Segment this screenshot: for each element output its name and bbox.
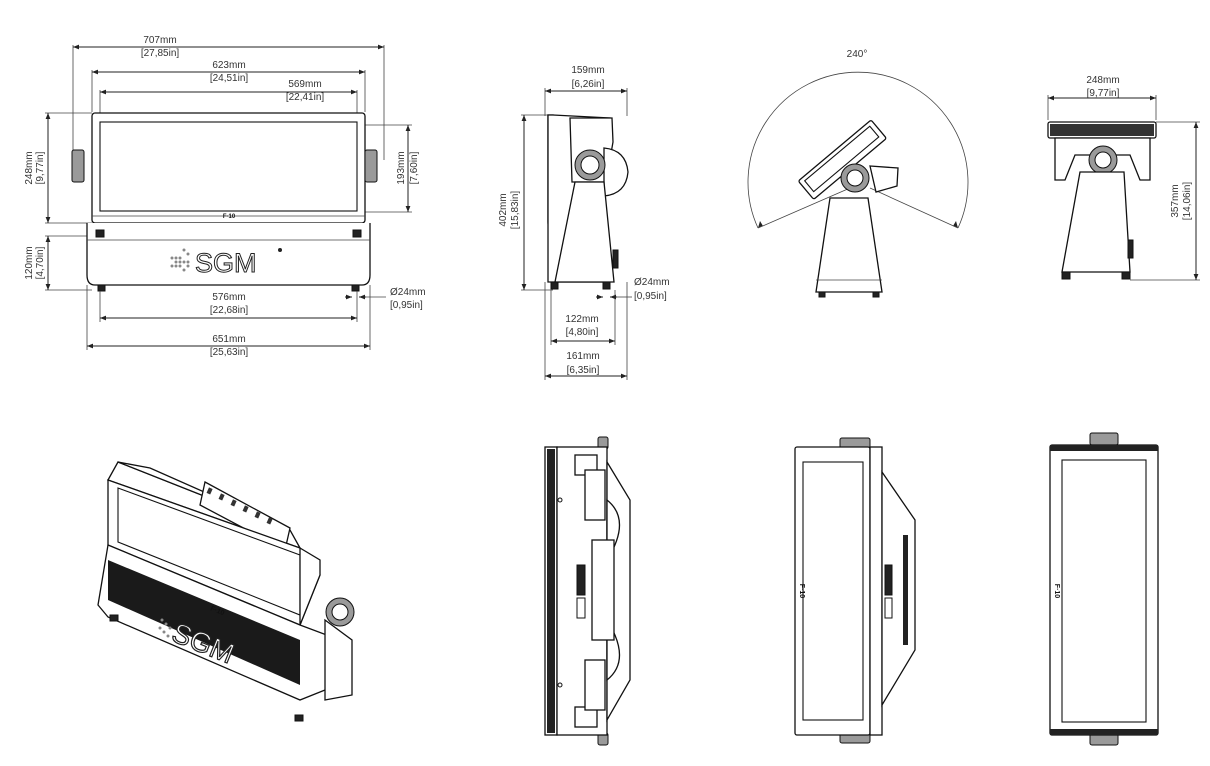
side-base-depth-in: [6,35in] <box>567 365 600 376</box>
front-base-width-in: [25,63in] <box>210 347 249 358</box>
bottom-view-side <box>544 436 631 746</box>
side-head-depth-mm: 159mm <box>571 65 604 76</box>
rear-view: 248mm [9,77in] 357mm [14,06in] <box>1047 75 1200 281</box>
isometric-view: F·10 SGM <box>97 461 355 722</box>
front-brand: SGM <box>195 248 257 278</box>
front-model-label: F·10 <box>223 214 236 220</box>
front-feet-spacing-in: [22,68in] <box>210 305 249 316</box>
rear-width-in: [9,77in] <box>1087 88 1120 99</box>
front-overall-width-in: [27,85in] <box>141 48 180 59</box>
front-overall-width-mm: 707mm <box>143 35 176 46</box>
front-head-height-in: [9,77in] <box>35 151 46 184</box>
front-view: 707mm [27,85in] 623mm [24,51in] 569mm [2… <box>24 35 426 358</box>
rear-width-mm: 248mm <box>1086 75 1119 86</box>
front-window-width-mm: 569mm <box>288 79 321 90</box>
bottom-top-model-label: F·10 <box>1053 584 1060 599</box>
front-window-height-mm: 193mm <box>396 151 407 184</box>
tilt-angle: 240° <box>847 49 868 60</box>
front-panel-width-in: [24,51in] <box>210 73 249 84</box>
sgm-logo: SGM <box>170 248 282 279</box>
front-window-width-in: [22,41in] <box>286 92 325 103</box>
side-foot-diameter-in: [0,95in] <box>634 291 667 302</box>
svg-text:F·10: F·10 <box>209 605 225 617</box>
side-view: 159mm [6,26in] 402mm [15,83in] 122mm [4,… <box>498 65 670 380</box>
side-feet-spacing-mm: 122mm <box>565 314 598 325</box>
tilt-view: 240° <box>747 49 969 298</box>
side-base-depth-mm: 161mm <box>566 351 599 362</box>
front-base-height-mm: 120mm <box>24 246 35 279</box>
side-feet-spacing-in: [4,80in] <box>566 327 599 338</box>
front-foot-diameter-mm: Ø24mm <box>390 287 426 298</box>
front-panel-width-mm: 623mm <box>212 60 245 71</box>
side-total-height-mm: 402mm <box>498 193 509 226</box>
front-window-height-in: [7,60in] <box>409 151 420 184</box>
rear-height-mm: 357mm <box>1170 184 1181 217</box>
front-foot-diameter-in: [0,95in] <box>390 300 423 311</box>
front-base-width-mm: 651mm <box>212 334 245 345</box>
bottom-view-front: F·10 <box>794 437 916 744</box>
side-head-depth-in: [6,26in] <box>572 79 605 90</box>
front-base-height-in: [4,70in] <box>35 246 46 279</box>
front-head-height-mm: 248mm <box>24 151 35 184</box>
side-foot-diameter-mm: Ø24mm <box>634 277 670 288</box>
bottom-front-model-label: F·10 <box>798 584 805 599</box>
rear-height-in: [14,06in] <box>1182 182 1193 221</box>
bottom-view-top: F·10 <box>1049 432 1159 746</box>
front-feet-spacing-mm: 576mm <box>212 292 245 303</box>
side-total-height-in: [15,83in] <box>510 191 521 230</box>
